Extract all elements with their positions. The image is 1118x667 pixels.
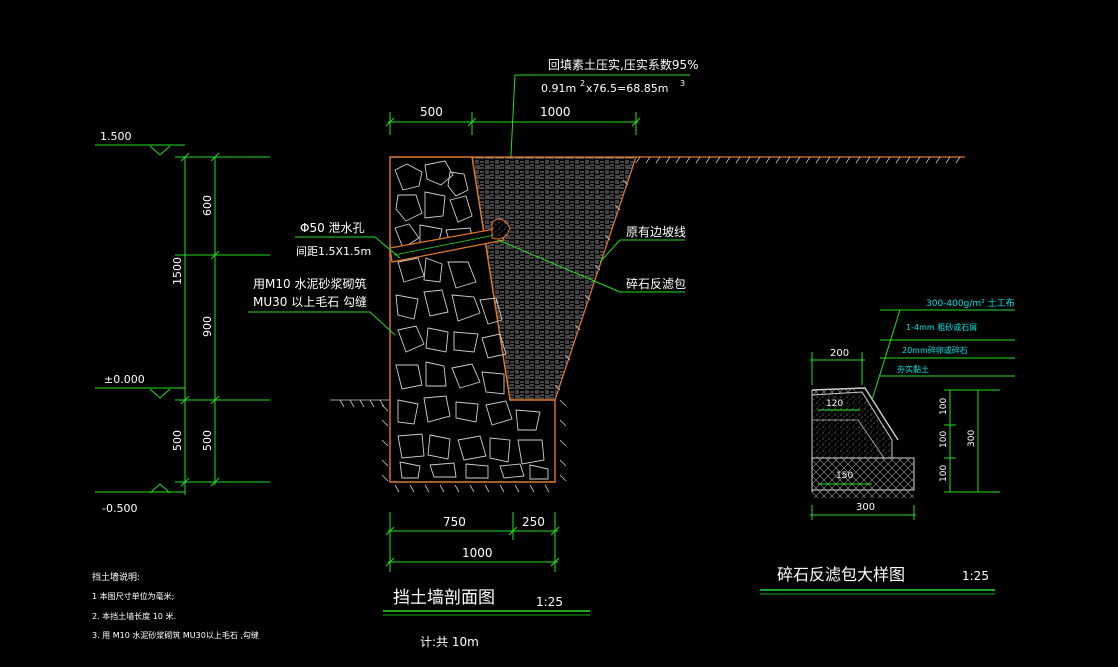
detail-filter-pack	[811, 387, 915, 498]
label-original-slope: 原有边坡线	[626, 225, 686, 239]
backfill-sup-2: 2	[580, 79, 585, 88]
elev-ground: ±0.000	[104, 373, 145, 386]
detail-scale: 1:25	[962, 569, 989, 583]
detail-dim-h3: 100	[939, 465, 949, 482]
dim-vert-500b: 500	[201, 430, 214, 451]
detail-dim-200: 200	[830, 348, 849, 359]
ground-line	[635, 156, 965, 164]
dim-vert-900: 900	[201, 316, 214, 337]
dim-base-750: 750	[443, 515, 466, 529]
foundation-ground	[330, 179, 629, 493]
base-dimensions	[385, 512, 560, 572]
detail-dimensions	[810, 309, 1015, 520]
detail-dim-h1: 100	[939, 398, 949, 415]
notes-item-2: 2. 本挡土墙长度 10 米.	[92, 611, 176, 621]
elevation-dimensions	[95, 144, 270, 495]
rubble-stone-pattern	[394, 160, 549, 480]
label-drain-spacing: 间距1.5X1.5m	[296, 245, 371, 258]
detail-title: 碎石反滤包大样图	[777, 565, 905, 584]
detail-dim-total: 300	[967, 430, 977, 447]
label-drain-hole: Φ50 泄水孔	[300, 221, 365, 235]
backfill-volume: 0.91m	[541, 82, 576, 95]
detail-dim-120: 120	[826, 399, 843, 409]
detail-layer-coarse-sand: 1-4mm 粗砂或石屑	[906, 322, 977, 332]
dim-top-500: 500	[420, 105, 443, 119]
dim-base-250: 250	[522, 515, 545, 529]
detail-layer-geotextile: 300-400g/m² 土工布	[926, 297, 1015, 309]
label-mortar-1: 用M10 水泥砂浆砌筑	[253, 276, 366, 291]
detail-layer-gravel: 20mm碎卵或碎石	[902, 345, 968, 355]
dim-vert-500a: 500	[171, 430, 184, 451]
section-length-note: 计:共 10m	[420, 635, 479, 649]
rubble-wall-body	[389, 156, 556, 483]
dim-vert-600: 600	[201, 195, 214, 216]
elev-top: 1.500	[100, 130, 132, 143]
backfill-calc: x76.5=68.85m	[586, 82, 668, 95]
label-leaders	[248, 236, 685, 336]
label-filter-pack: 碎石反滤包	[626, 276, 686, 291]
section-scale: 1:25	[536, 595, 563, 609]
detail-dim-300: 300	[856, 502, 875, 513]
dim-base-1000: 1000	[462, 546, 493, 560]
detail-dim-150: 150	[836, 471, 853, 481]
label-mortar-2: MU30 以上毛石 勾缝	[253, 294, 367, 309]
dim-top-1000: 1000	[540, 105, 571, 119]
drain-pipe	[389, 218, 511, 263]
backfill-sup-3: 3	[680, 79, 685, 88]
dim-vert-1500: 1500	[171, 257, 184, 285]
notes-item-1: 1 本图尺寸单位为毫米;	[92, 591, 174, 601]
notes-item-3: 3. 用 M10 水泥砂浆砌筑 MU30以上毛石 ,勾缝	[92, 630, 259, 640]
detail-dim-h2: 100	[939, 431, 949, 448]
notes-heading: 挡土墙说明:	[92, 571, 140, 583]
elev-bottom: -0.500	[102, 502, 137, 515]
section-title: 挡土墙剖面图	[393, 588, 495, 608]
backfill-note: 回填素土压实,压实系数95%	[548, 57, 699, 72]
detail-layer-clay: 夯实黏土	[897, 364, 929, 374]
